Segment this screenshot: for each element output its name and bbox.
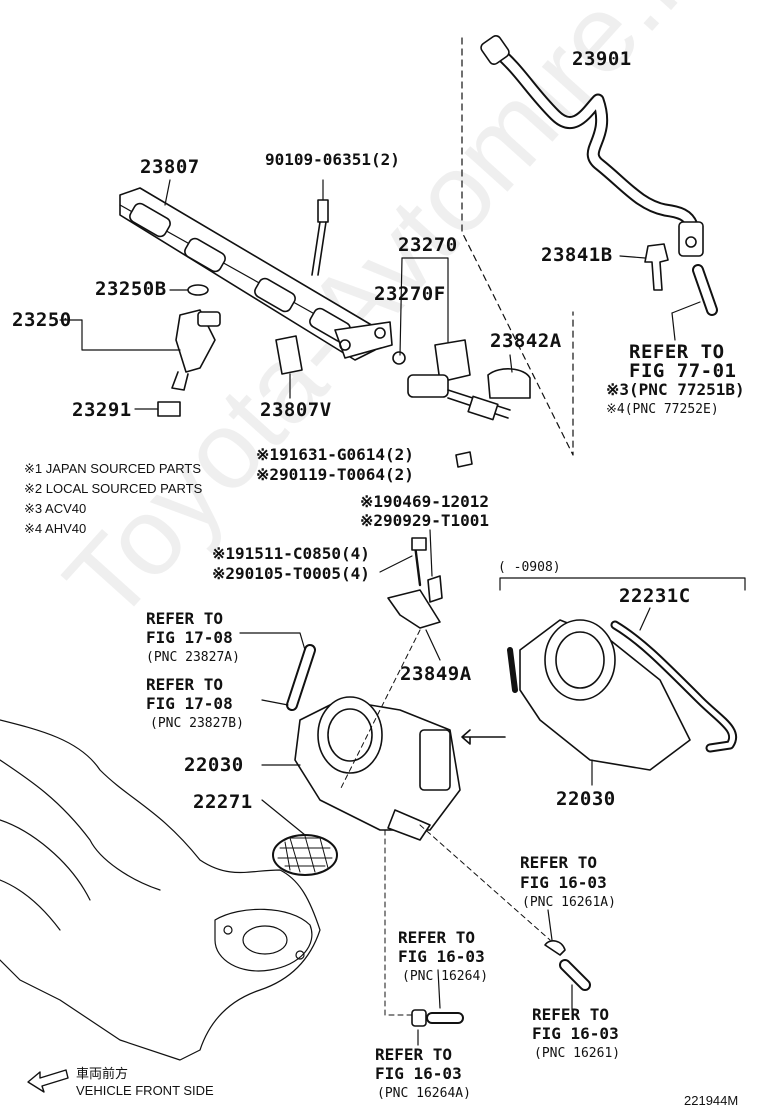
insulator-drawing bbox=[157, 401, 181, 417]
date-range: ( -0908) bbox=[498, 560, 561, 575]
ref-1603b-line2: FIG 16-03 bbox=[398, 947, 485, 966]
ref-7701-line2: FIG 77-01 bbox=[629, 360, 737, 382]
ref-1603c-line2: FIG 16-03 bbox=[532, 1024, 619, 1043]
throttle-body-drawing bbox=[294, 696, 461, 841]
ref-1708a-line1: REFER TO bbox=[146, 609, 224, 628]
ref-1708b-line1: REFER TO bbox=[146, 675, 224, 694]
fuel-rail-drawing bbox=[119, 187, 393, 361]
note-2: ※2 LOCAL SOURCED PARTS bbox=[24, 481, 203, 496]
clip-23841b-drawing bbox=[644, 243, 669, 291]
label-90119: ※290119-T0064(2) bbox=[256, 465, 414, 484]
intake-manifold-drawing bbox=[0, 719, 321, 1061]
ref-1603a-line3: (PNC 16261A) bbox=[522, 895, 616, 910]
hose-section-frame bbox=[461, 37, 574, 456]
label-23842a: 23842A bbox=[490, 330, 562, 352]
label-23807: 23807 bbox=[140, 156, 200, 178]
label-90109: 90109-06351(2) bbox=[265, 150, 400, 169]
label-22231c: 22231C bbox=[619, 585, 691, 607]
note-1: ※1 JAPAN SOURCED PARTS bbox=[24, 461, 202, 476]
label-23250: 23250 bbox=[12, 309, 72, 331]
ref-1603d-line3: (PNC 16264A) bbox=[377, 1086, 471, 1101]
note-3: ※3 ACV40 bbox=[24, 501, 87, 516]
label-90469: ※190469-12012 bbox=[360, 492, 489, 511]
pressure-regulator-drawing bbox=[407, 339, 511, 421]
ref-1603d-line1: REFER TO bbox=[375, 1045, 453, 1064]
label-90105: ※290105-T0005(4) bbox=[212, 564, 370, 583]
option-bracket bbox=[499, 577, 746, 591]
ref-7701-line3: ※3(PNC 77251B) bbox=[606, 380, 745, 399]
gasket-drawing bbox=[272, 834, 338, 876]
label-22030-option: 22030 bbox=[556, 788, 616, 810]
ref-7701-line4: ※4(PNC 77252E) bbox=[606, 402, 719, 417]
throttle-body-option-drawing bbox=[507, 619, 738, 771]
ref-1708a-line2: FIG 17-08 bbox=[146, 628, 233, 647]
label-23270: 23270 bbox=[398, 234, 458, 256]
label-23841b: 23841B bbox=[541, 244, 613, 266]
ref-1603b-line1: REFER TO bbox=[398, 928, 476, 947]
ref-1603c-line1: REFER TO bbox=[532, 1005, 610, 1024]
label-23250b: 23250B bbox=[95, 278, 167, 300]
cushion-drawing bbox=[275, 335, 303, 375]
label-23291: 23291 bbox=[72, 399, 132, 421]
label-23901: 23901 bbox=[572, 48, 632, 70]
bracket-drawing bbox=[387, 537, 443, 629]
ref-1603c-line3: (PNC 16261) bbox=[534, 1046, 621, 1061]
figure-id: 221944M bbox=[684, 1093, 739, 1108]
ref-1603b-line3: (PNC 16264) bbox=[402, 969, 489, 984]
label-22271: 22271 bbox=[193, 791, 253, 813]
ref-1708a-line3: (PNC 23827A) bbox=[146, 650, 240, 665]
front-arrow-icon bbox=[27, 1069, 69, 1093]
label-22030-main: 22030 bbox=[184, 754, 244, 776]
label-23849a: 23849A bbox=[400, 663, 472, 685]
ref-1708b-line3: (PNC 23827B) bbox=[150, 716, 244, 731]
ref-1603a-line2: FIG 16-03 bbox=[520, 873, 607, 892]
o-ring-drawing bbox=[187, 284, 209, 296]
fuel-hose-drawing bbox=[480, 35, 704, 257]
front-label-jp: 車両前方 bbox=[76, 1066, 129, 1081]
front-label-en: VEHICLE FRONT SIDE bbox=[76, 1083, 214, 1098]
label-91631: ※191631-G0614(2) bbox=[256, 445, 414, 464]
clamp-drawing bbox=[487, 368, 531, 399]
label-23270f: 23270F bbox=[374, 283, 446, 305]
ref-1603d-line2: FIG 16-03 bbox=[375, 1064, 462, 1083]
note-4: ※4 AHV40 bbox=[24, 521, 87, 536]
label-90929: ※290929-T1001 bbox=[360, 511, 489, 530]
ref-1708b-line2: FIG 17-08 bbox=[146, 694, 233, 713]
ref-1603a-line1: REFER TO bbox=[520, 853, 598, 872]
bolt-91631-drawing bbox=[455, 451, 473, 468]
bolt-90109-drawing bbox=[311, 179, 329, 276]
ref-7701-line1: REFER TO bbox=[629, 341, 725, 363]
injector-drawing bbox=[171, 309, 221, 391]
o-ring-23270f-drawing bbox=[392, 351, 406, 365]
label-91511: ※191511-C0850(4) bbox=[212, 544, 370, 563]
label-23807v: 23807V bbox=[260, 399, 332, 421]
